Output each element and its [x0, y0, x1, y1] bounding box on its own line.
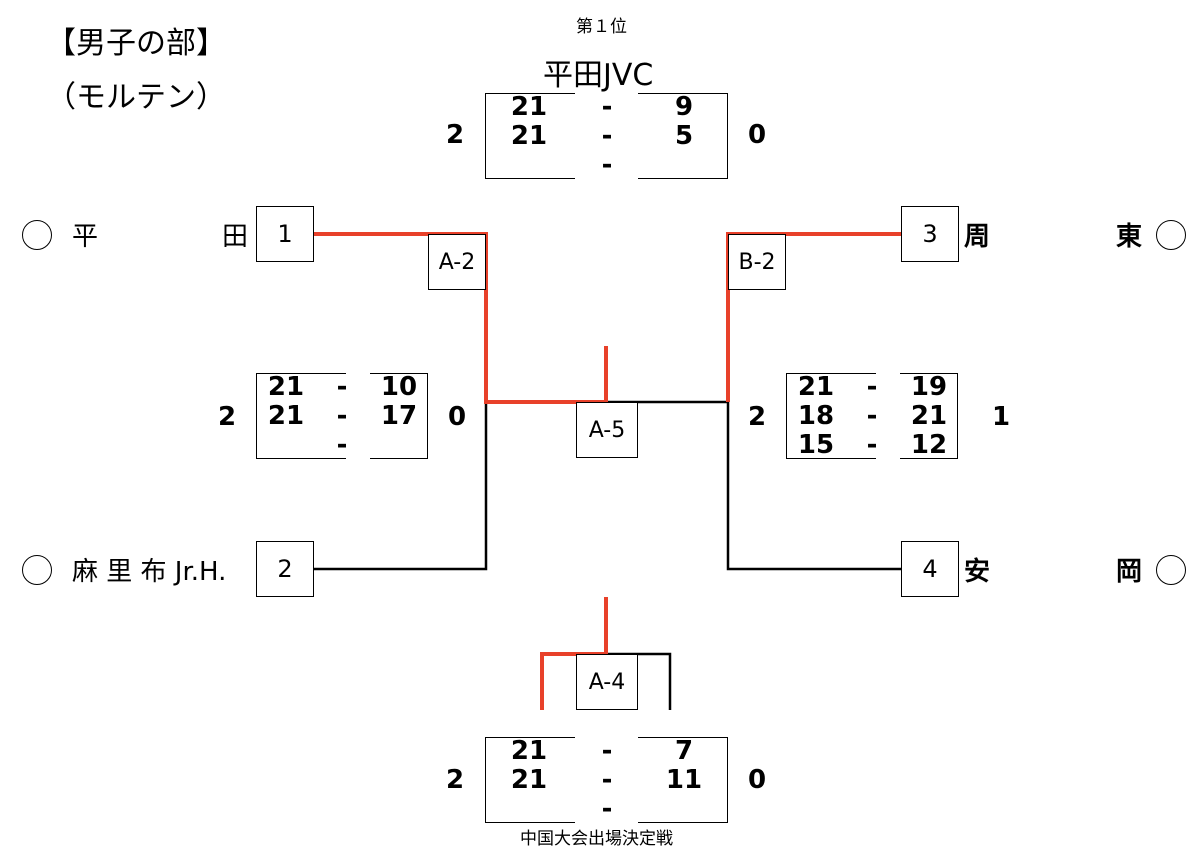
score-cell [500, 151, 558, 180]
win-line-a4 [540, 597, 608, 710]
match-label-a5: A-5 [576, 402, 638, 458]
score-sep: - [601, 736, 613, 766]
final-scores-left: 21 21 [500, 93, 558, 180]
score-cell: 11 [665, 765, 703, 795]
match-label-a2: A-2 [428, 234, 486, 290]
semi-left-right-total: 0 [448, 402, 467, 432]
semi-right-bracket-right [900, 373, 958, 459]
semi-right-left-total: 2 [748, 402, 767, 432]
score-sep: - [866, 401, 878, 431]
team1-name-left: 平 [72, 222, 99, 252]
score-sep: - [601, 92, 613, 122]
semi-left-scores-left: 21 21 [266, 373, 306, 460]
winner-lines [314, 232, 902, 710]
team3-name-right: 東 [1116, 222, 1143, 252]
team4-mark-circle [1156, 555, 1186, 585]
team4-name-right: 岡 [1116, 557, 1143, 587]
final-score-bracket-left [485, 93, 575, 179]
team3-mark-circle [1156, 220, 1186, 250]
score-cell [655, 795, 713, 824]
final-scores-right: 9 5 [655, 93, 713, 180]
page-subtitle: （モルテン） [46, 80, 226, 115]
score-cell: 19 [910, 372, 948, 402]
score-cell: 12 [910, 430, 948, 460]
score-sep: - [601, 794, 613, 824]
score-cell: 21 [910, 401, 948, 431]
score-cell: 5 [674, 121, 694, 151]
score-sep: - [336, 430, 348, 460]
score-sep: - [601, 121, 613, 151]
team1-name-right: 田 [222, 222, 249, 252]
match-label-a4: A-4 [576, 654, 638, 710]
bottom-score-bracket-right [638, 737, 728, 823]
score-cell: 9 [674, 92, 694, 122]
bottom-left-total: 2 [446, 765, 465, 795]
semi-left-scores-right: 10 17 [378, 373, 420, 460]
score-cell: 21 [267, 401, 305, 431]
semi-right-scores-right: 19 21 12 [908, 373, 950, 460]
semi-left-bracket-right [370, 373, 428, 459]
team3-name-left: 周 [964, 222, 991, 252]
score-sep: - [601, 150, 613, 180]
bottom-scores-sep: - - - [592, 737, 622, 824]
final-left-total: 2 [446, 120, 465, 150]
team1-mark-circle [22, 220, 52, 250]
final-scores-sep: - - - [592, 93, 622, 180]
semi-right-scores-sep: - - - [857, 373, 887, 460]
match-label-b2: B-2 [728, 234, 786, 290]
score-cell: 17 [380, 401, 418, 431]
champion-name: 平田JVC [543, 58, 654, 93]
semi-right-right-total: 1 [992, 402, 1011, 432]
score-cell: 21 [797, 372, 835, 402]
score-sep: - [336, 372, 348, 402]
team3-seed-box: 3 [901, 206, 959, 262]
team2-mark-circle [22, 555, 52, 585]
score-sep: - [336, 401, 348, 431]
bottom-right-total: 0 [748, 765, 767, 795]
score-cell [266, 431, 306, 460]
score-cell [500, 795, 558, 824]
team4-name-left: 安 [964, 557, 991, 587]
score-cell: 15 [797, 430, 835, 460]
bottom-score-bracket-left [485, 737, 575, 823]
bottom-scores-right: 7 11 [655, 737, 713, 824]
score-cell: 21 [510, 92, 548, 122]
first-place-label: 第１位 [576, 17, 627, 37]
score-cell: 21 [267, 372, 305, 402]
score-sep: - [866, 430, 878, 460]
footer-caption: 中国大会出場決定戦 [520, 829, 673, 849]
team2-seed-box: 2 [256, 541, 314, 597]
team4-seed-box: 4 [901, 541, 959, 597]
semi-left-bracket-left [256, 373, 346, 459]
line-team2-to-a5 [314, 402, 488, 571]
score-cell: 21 [510, 765, 548, 795]
team1-seed-box: 1 [256, 206, 314, 262]
score-cell: 21 [510, 736, 548, 766]
final-right-total: 0 [748, 120, 767, 150]
semi-right-bracket-left [786, 373, 876, 459]
semi-left-scores-sep: - - - [327, 373, 357, 460]
final-score-bracket-right [638, 93, 728, 179]
semi-left-left-total: 2 [218, 402, 237, 432]
bottom-scores-left: 21 21 [500, 737, 558, 824]
score-cell [655, 151, 713, 180]
score-cell: 18 [797, 401, 835, 431]
team2-name: 麻 里 布 Jr.H. [72, 557, 227, 587]
semi-right-scores-left: 21 18 15 [796, 373, 836, 460]
score-cell: 21 [510, 121, 548, 151]
score-cell [378, 431, 420, 460]
score-cell: 10 [380, 372, 418, 402]
score-sep: - [866, 372, 878, 402]
page-title: 【男子の部】 [46, 26, 226, 61]
score-sep: - [601, 765, 613, 795]
score-cell: 7 [674, 736, 694, 766]
line-team4-to-a5 [726, 402, 902, 571]
